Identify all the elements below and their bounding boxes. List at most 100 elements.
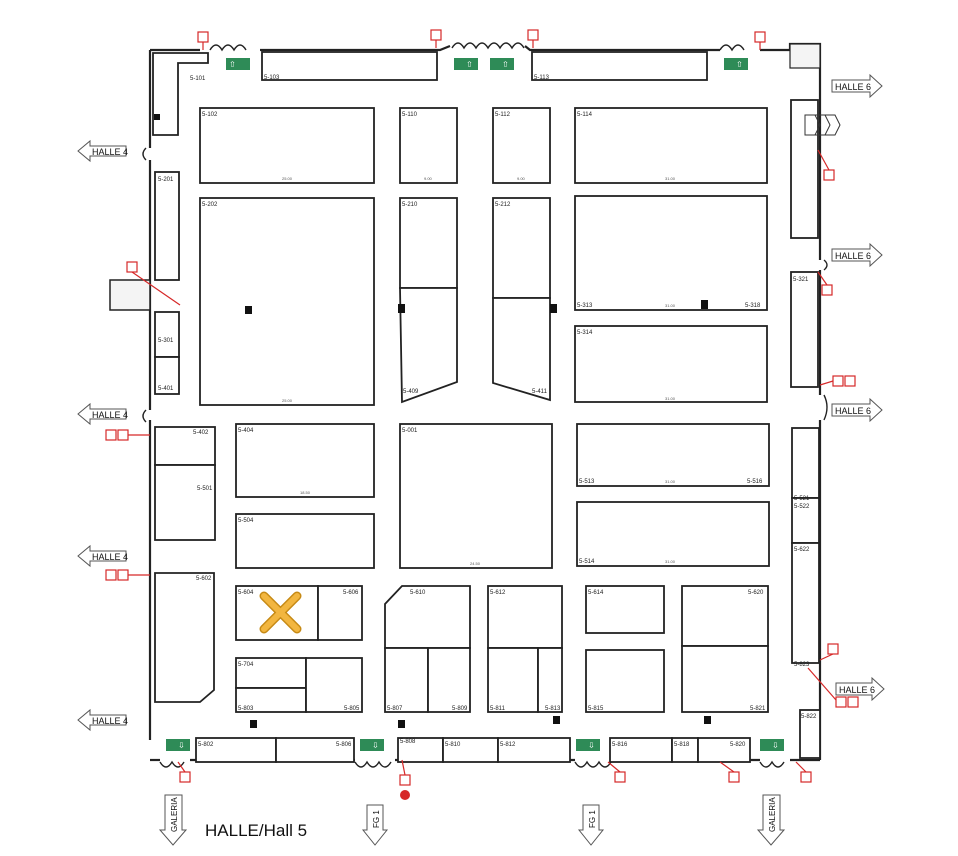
booth-5-103[interactable] xyxy=(261,51,438,81)
fire-extinguisher-icon xyxy=(126,261,181,306)
label-5-404: 5-404 xyxy=(238,428,254,434)
booth-5-803[interactable] xyxy=(235,687,307,713)
hall-6-arrow-top[interactable]: HALLE 6 xyxy=(831,73,883,99)
label-5-813: 5-813 xyxy=(545,706,561,712)
booth-5-210[interactable] xyxy=(399,197,458,289)
booth-5-610[interactable] xyxy=(384,585,471,649)
fire-extinguisher-icon xyxy=(399,759,411,786)
booth-5-522[interactable] xyxy=(791,497,820,544)
stair-symbols xyxy=(804,114,841,136)
booth-5-820[interactable] xyxy=(697,737,751,763)
booth-5-606[interactable] xyxy=(317,585,363,641)
booth-5-620[interactable] xyxy=(681,585,769,647)
label-5-516: 5-516 xyxy=(747,479,763,485)
label-5-112: 5-112 xyxy=(495,112,511,118)
label-5-210: 5-210 xyxy=(402,202,418,208)
galeria-arrow-left[interactable]: GALERIA xyxy=(158,794,188,846)
hall-4-arrow-top[interactable]: HALLE 4 xyxy=(77,139,128,163)
booth-5-815[interactable] xyxy=(585,649,665,713)
booth-5-313[interactable] xyxy=(574,195,768,311)
booth-5-401[interactable] xyxy=(154,356,180,395)
label-5-620: 5-620 xyxy=(748,590,764,596)
pillars xyxy=(154,114,711,728)
booth-5-001[interactable] xyxy=(399,423,553,569)
label-5-521: 5-521 xyxy=(794,496,810,502)
hall-6-arrow-bottom[interactable]: HALLE 6 xyxy=(835,676,885,702)
booth-5-602[interactable] xyxy=(154,572,215,703)
booth-5-411[interactable] xyxy=(492,297,551,402)
booth-5-112[interactable] xyxy=(492,107,551,184)
label-5-110: 5-110 xyxy=(402,112,418,118)
hall-4-arrow-bottom[interactable]: HALLE 4 xyxy=(77,708,128,732)
hall-6-arrow-mid1-label: HALLE 6 xyxy=(835,251,871,261)
label-5-212: 5-212 xyxy=(495,202,511,208)
svg-text:⇧: ⇧ xyxy=(502,60,509,69)
booth-5-513[interactable] xyxy=(576,423,770,487)
booth-5-612[interactable] xyxy=(487,585,563,649)
label-5-805: 5-805 xyxy=(344,706,360,712)
dim-5-514: 31.00 xyxy=(665,559,676,564)
label-5-808: 5-808 xyxy=(400,739,416,745)
booth-5-201[interactable] xyxy=(154,171,180,281)
hall-6-arrow-bottom-label: HALLE 6 xyxy=(839,685,875,695)
label-5-514: 5-514 xyxy=(579,559,595,565)
booth-5-821[interactable] xyxy=(681,645,769,713)
booth-5-812[interactable] xyxy=(497,737,571,763)
label-5-802: 5-802 xyxy=(198,742,214,748)
booth-5-806[interactable] xyxy=(275,737,355,763)
booth-5-314[interactable] xyxy=(574,325,768,403)
booth-5-805[interactable] xyxy=(305,657,363,713)
label-5-103: 5-103 xyxy=(264,75,280,81)
label-5-622: 5-622 xyxy=(794,547,810,553)
booth-5-810[interactable] xyxy=(442,737,499,763)
label-5-504: 5-504 xyxy=(238,518,254,524)
booth-5-110[interactable] xyxy=(399,107,458,184)
booth-5-113[interactable] xyxy=(531,51,708,81)
hall-6-arrow-mid1[interactable]: HALLE 6 xyxy=(831,242,883,268)
label-5-809: 5-809 xyxy=(452,706,468,712)
booth-5-809[interactable] xyxy=(427,647,471,713)
fg1-arrow-left[interactable]: FG 1 xyxy=(361,804,389,846)
svg-text:⇩: ⇩ xyxy=(588,741,595,750)
booth-5-402[interactable] xyxy=(154,426,216,466)
hall-4-arrow-mid1[interactable]: HALLE 4 xyxy=(77,402,128,426)
booth-5-811[interactable] xyxy=(487,647,539,713)
booth-5-212[interactable] xyxy=(492,197,551,299)
booth-5-807[interactable] xyxy=(384,647,429,713)
booth-5-704[interactable] xyxy=(235,657,307,689)
hall-4-arrow-mid1-label: HALLE 4 xyxy=(92,410,128,420)
booth-5-321[interactable] xyxy=(790,271,819,388)
booth-5-404[interactable] xyxy=(235,423,375,498)
label-5-113: 5-113 xyxy=(534,75,550,81)
booth-5-301[interactable] xyxy=(154,311,180,358)
label-5-822: 5-822 xyxy=(801,714,817,720)
booth-5-409[interactable] xyxy=(399,287,458,404)
booth-5-813[interactable] xyxy=(537,647,563,713)
hall-4-arrow-mid2[interactable]: HALLE 4 xyxy=(77,544,128,568)
booth-5-822[interactable] xyxy=(799,709,821,759)
fire-extinguisher-icon xyxy=(719,761,740,783)
booth-5-614[interactable] xyxy=(585,585,665,634)
booth-5-102[interactable] xyxy=(199,107,375,184)
dim-5-114: 31.00 xyxy=(665,176,676,181)
fire-extinguisher-icon xyxy=(105,569,150,581)
page-title: HALLE/Hall 5 xyxy=(205,821,307,840)
booth-5-818[interactable] xyxy=(671,737,699,763)
hall-6-arrow-mid2[interactable]: HALLE 6 xyxy=(831,397,883,423)
label-5-114: 5-114 xyxy=(577,112,593,118)
booth-5-501[interactable] xyxy=(154,464,216,541)
booth-5-521[interactable] xyxy=(791,427,820,499)
booth-5-504[interactable] xyxy=(235,513,375,569)
booth-5-101[interactable] xyxy=(152,52,209,136)
svg-text:⇧: ⇧ xyxy=(466,60,473,69)
fire-alarm-icon xyxy=(400,790,410,800)
emergency-exit-signs: ⇧ ⇧ ⇧ ⇧ ⇩ ⇩ ⇩ ⇩ xyxy=(166,58,784,751)
booth-5-622[interactable] xyxy=(791,542,820,664)
label-5-402: 5-402 xyxy=(193,430,209,436)
booth-5-202[interactable] xyxy=(199,197,375,406)
fire-extinguisher-icon xyxy=(819,375,856,387)
fg1-arrow-right[interactable]: FG 1 xyxy=(577,804,605,846)
booth-5-114[interactable] xyxy=(574,107,768,184)
galeria-arrow-right[interactable]: GALERIA xyxy=(756,794,786,846)
booth-5-514[interactable] xyxy=(576,501,770,567)
